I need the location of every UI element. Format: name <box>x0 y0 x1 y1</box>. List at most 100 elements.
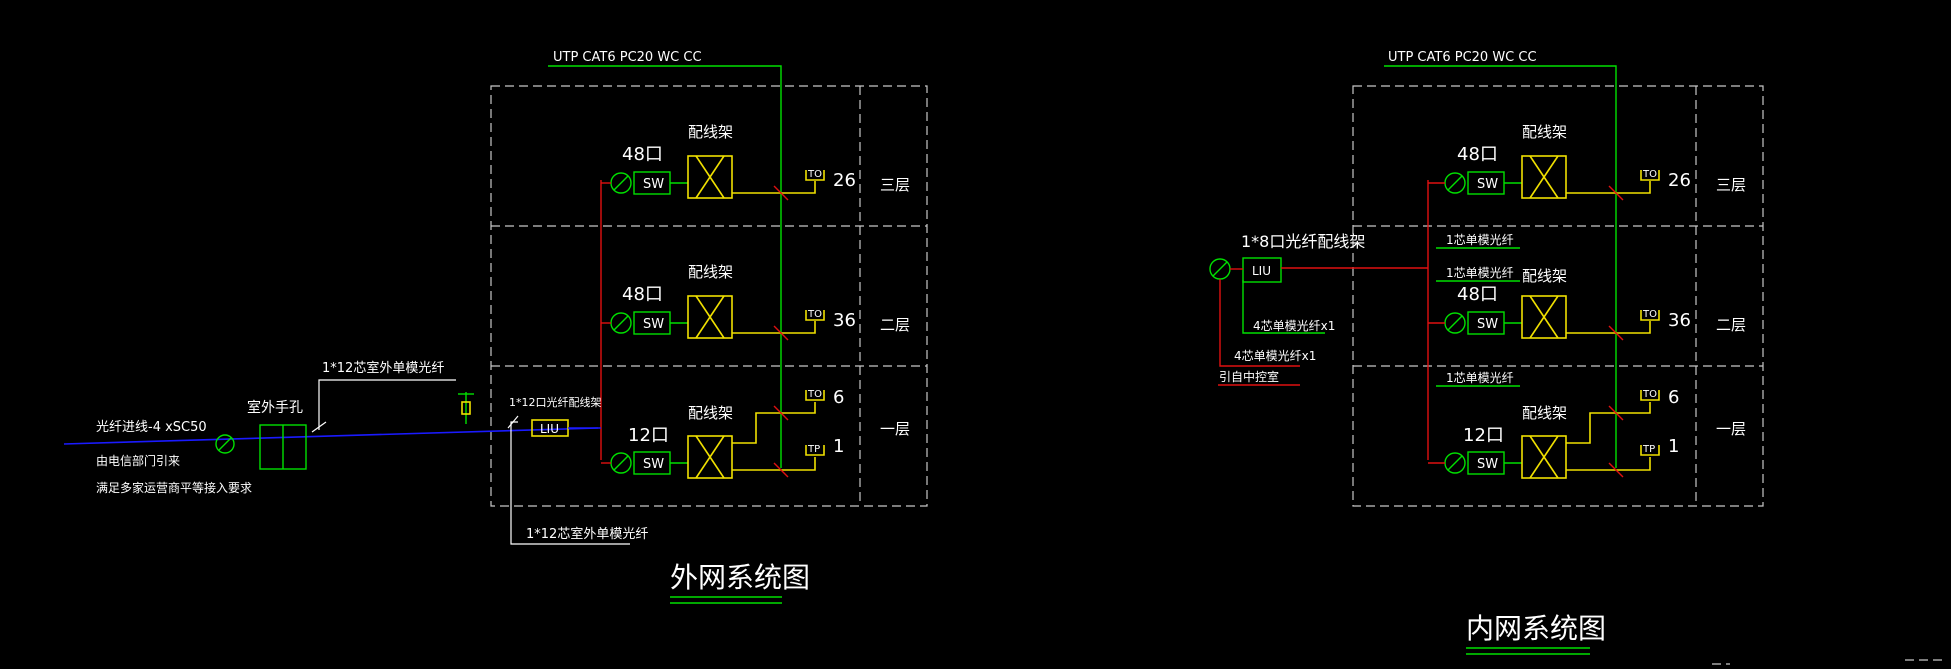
ext-floor1-patch-panel-icon <box>687 435 733 479</box>
ext-floor-3: 48口 配线架 SW TO 26 三层 <box>601 123 910 201</box>
int-floor2-patch-panel-icon <box>1521 295 1567 339</box>
int-cable-spec: UTP CAT6 PC20 WC CC <box>1388 50 1537 65</box>
ext-floor2-tick <box>773 325 789 341</box>
int-floor2-outlet-count: 36 <box>1668 310 1691 331</box>
int-floor2-switch-label: SW <box>1477 317 1498 332</box>
ext-floor3-switch-label: SW <box>643 177 664 192</box>
ext-floor1-tick-a <box>773 405 789 421</box>
int-source-label: 引自中控室 <box>1219 369 1279 384</box>
int-liu-box <box>1242 257 1282 283</box>
int-floor1-outlet-to-tag: TO <box>1642 389 1657 400</box>
ext-floor2-outlet-icon <box>805 310 825 321</box>
int-source-feed <box>1219 279 1300 367</box>
ext-diagram-title: 外网系统图 <box>670 561 810 594</box>
ext-floor1-ports: 12口 <box>628 425 669 446</box>
ext-floor2-patch-panel-icon <box>687 295 733 339</box>
ext-floor2-outlet-count: 36 <box>833 310 856 331</box>
ext-incoming-note2: 满足多家运营商平等接入要求 <box>96 480 252 495</box>
int-floor2-fiber-node-slash <box>1447 315 1463 331</box>
int-floor2-ports: 48口 <box>1457 284 1498 305</box>
ext-incoming-label: 光纤进线-4 xSC50 <box>96 420 207 435</box>
int-floor3-panel-x2 <box>1529 155 1559 199</box>
int-1core-c-label: 1芯单模光纤 <box>1446 371 1514 385</box>
int-floor3-tick <box>1608 185 1624 201</box>
ext-floor3-panel-x2 <box>695 155 725 199</box>
ext-floor1-panel-x2 <box>695 435 725 479</box>
ext-floor1-switch-label: SW <box>643 457 664 472</box>
int-floor2-to-outlet <box>1566 321 1651 334</box>
int-floor-1: 12口 配线架 SW TO 6 TP 1 一层 <box>1428 387 1746 479</box>
int-floor3-name: 三层 <box>1716 176 1746 194</box>
int-floor2-tick <box>1608 325 1624 341</box>
ext-floor1-outlet-to-icon <box>805 390 825 401</box>
external-network-diagram: UTP CAT6 PC20 WC CC 48口 配线架 SW TO 26 三层 <box>63 50 928 604</box>
int-floor1-name: 一层 <box>1716 420 1746 438</box>
ext-floor3-tick <box>773 185 789 201</box>
int-entry-node-slash <box>1212 261 1228 277</box>
ext-floor2-name: 二层 <box>880 316 910 334</box>
int-floor-2: 48口 配线架 SW TO 36 二层 <box>1428 267 1746 341</box>
int-floor1-tick-a <box>1608 405 1624 421</box>
ext-floor2-outlet-tag: TO <box>807 309 822 320</box>
ext-liu-label: LIU <box>540 422 559 436</box>
ext-liu-panel-label: 1*12口光纤配线架 <box>509 395 602 409</box>
int-1core-a-label: 1芯单模光纤 <box>1446 233 1514 247</box>
ext-floor1-fiber-node-slash <box>613 455 629 471</box>
ext-floor1-outlet-tp-tag: TP <box>807 444 820 455</box>
ext-floor2-fiber-node-slash <box>613 315 629 331</box>
int-building-frame <box>1352 85 1764 507</box>
int-floor3-to-outlet <box>1566 181 1651 194</box>
int-floor2-outlet-icon <box>1640 310 1660 321</box>
ext-floor2-switch-label: SW <box>643 317 664 332</box>
int-floor1-outlet-to-icon <box>1640 390 1660 401</box>
ext-floor3-to-outlet <box>732 181 816 194</box>
ext-floor1-outlet-to-tag: TO <box>807 389 822 400</box>
ext-fiber-bottom-leader <box>510 421 630 545</box>
ext-utp-riser-cable <box>548 65 782 468</box>
int-floor3-outlet-icon <box>1640 170 1660 181</box>
ext-floor1-to-outlet-to <box>732 402 816 444</box>
int-liu-label: LIU <box>1252 264 1271 278</box>
int-floor1-to-outlet-to <box>1566 402 1651 444</box>
int-floor3-outlet-count: 26 <box>1668 170 1691 191</box>
ext-floor1-tick-b <box>773 462 789 478</box>
int-floor3-rack-label: 配线架 <box>1522 123 1567 141</box>
int-4core-leader <box>1242 280 1325 334</box>
ext-floor-1: 12口 配线架 SW TO 6 TP 1 一层 <box>601 387 910 479</box>
int-floor1-switch-label: SW <box>1477 457 1498 472</box>
ext-floor1-name: 一层 <box>880 420 910 438</box>
ext-building-frame <box>490 85 928 507</box>
ext-floor3-outlet-count: 26 <box>833 170 856 191</box>
int-floor1-panel-x2 <box>1529 435 1559 479</box>
ext-floor1-outlet-tp-icon <box>805 445 825 456</box>
int-liu-panel-label: 1*8口光纤配线架 <box>1241 232 1365 251</box>
ext-cable-spec: UTP CAT6 PC20 WC CC <box>553 50 702 65</box>
int-floor3-patch-panel-icon <box>1521 155 1567 199</box>
int-floor2-name: 二层 <box>1716 316 1746 334</box>
int-diagram-title: 内网系统图 <box>1466 612 1606 645</box>
int-floor1-outlet-tp-tag: TP <box>1642 444 1655 455</box>
ext-floor2-ports: 48口 <box>622 284 663 305</box>
int-floor1-patch-panel-icon <box>1521 435 1567 479</box>
ext-fiber-top-leader <box>318 379 456 430</box>
ext-floor3-ports: 48口 <box>622 144 663 165</box>
int-utp-riser-cable <box>1384 65 1617 468</box>
ext-entry-node-icon <box>215 434 235 454</box>
int-floor1-ports: 12口 <box>1463 425 1504 446</box>
int-floor3-fiber-node-slash <box>1447 175 1463 191</box>
ext-incoming-fiber-line <box>63 427 599 445</box>
ext-incoming-note1: 由电信部门引来 <box>96 453 180 468</box>
int-4core-label: 4芯单模光纤x1 <box>1253 319 1335 333</box>
int-floor2-panel-x2 <box>1529 295 1559 339</box>
int-floor1-outlet-tp-count: 1 <box>1668 436 1679 457</box>
ext-floor2-panel-x2 <box>695 295 725 339</box>
int-floor1-outlet-to-count: 6 <box>1668 387 1679 408</box>
internal-network-diagram: UTP CAT6 PC20 WC CC 48口 配线架 SW TO 26 三层 <box>1209 50 1945 665</box>
ext-floor3-rack-label: 配线架 <box>688 123 733 141</box>
int-floor3-switch-label: SW <box>1477 177 1498 192</box>
ext-floor1-outlet-tp-count: 1 <box>833 436 844 457</box>
ext-floor3-outlet-tag: TO <box>807 169 822 180</box>
